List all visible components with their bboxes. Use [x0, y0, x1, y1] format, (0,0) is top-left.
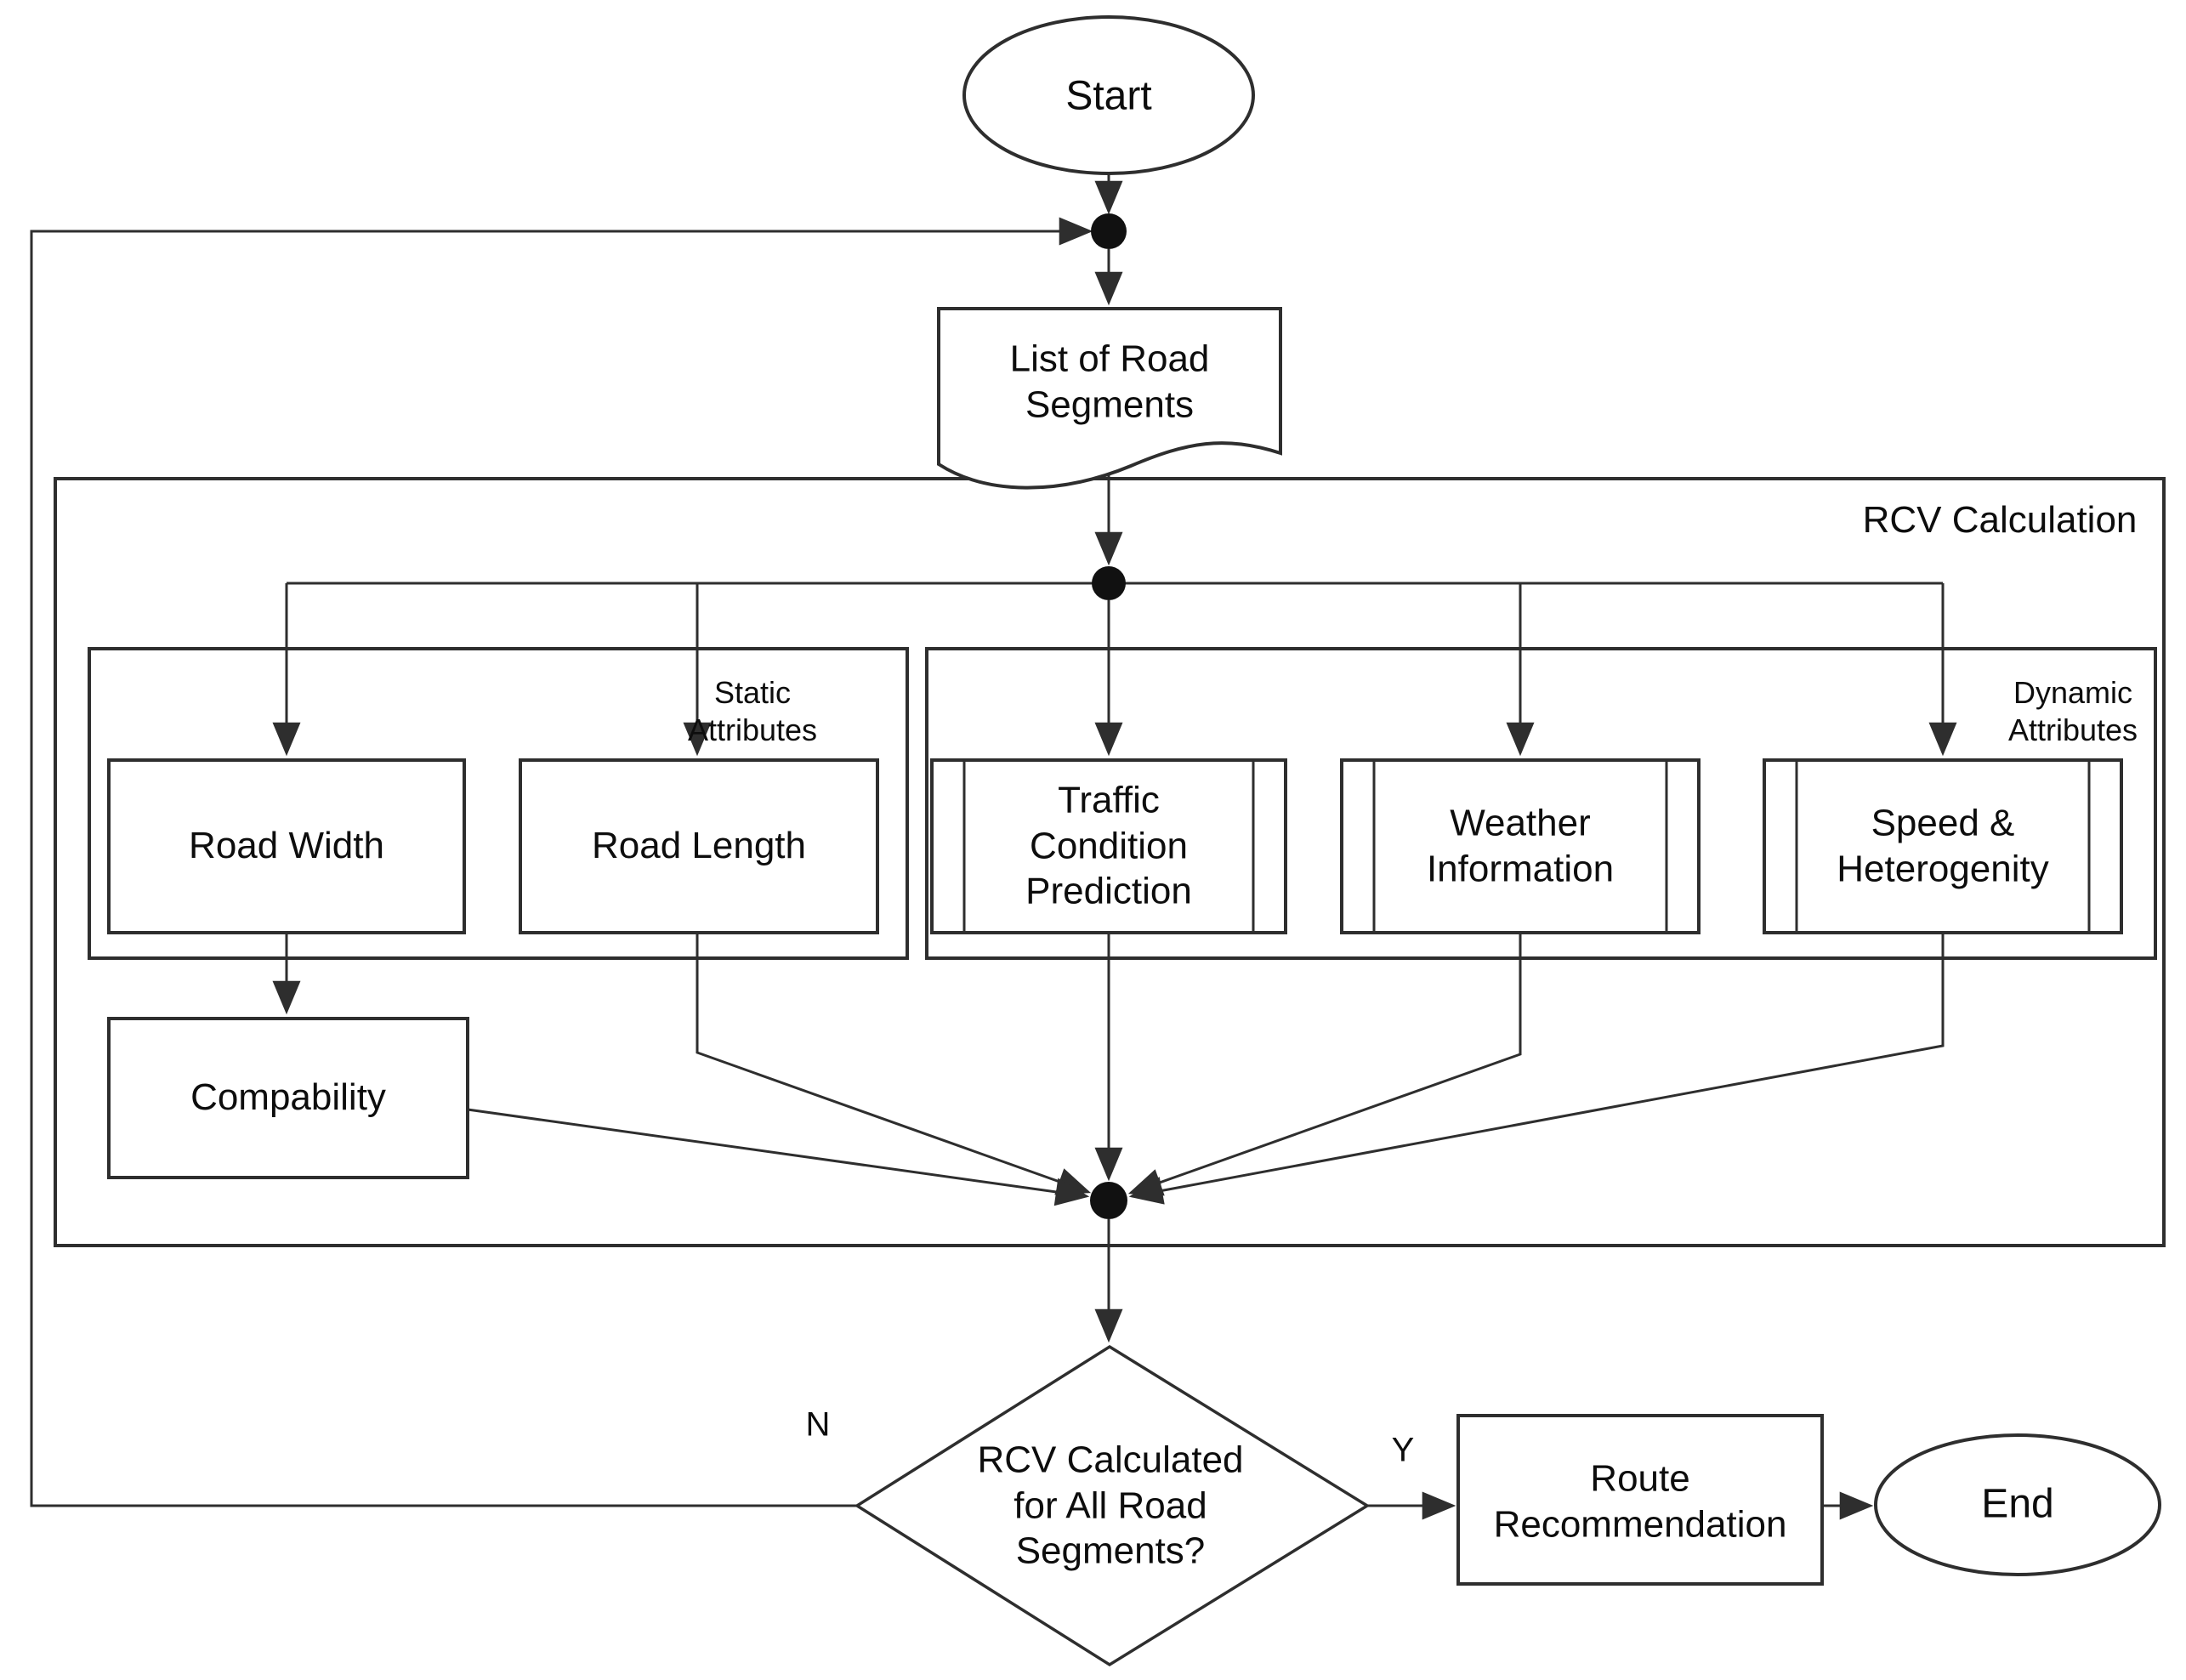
start-terminal-shape: [962, 15, 1255, 175]
start-label: Start: [1065, 73, 1152, 119]
edge-weather-to-join: [1127, 933, 1522, 1196]
branch-no-label: N: [805, 1405, 831, 1444]
static-attributes-group-box: [88, 647, 909, 960]
traffic-condition-prediction-box: [930, 758, 1287, 934]
compability-label: Compability: [190, 1076, 386, 1119]
speed-heterogenity-box: [1763, 758, 2123, 934]
dynamic-attributes-group-label: Dynamic Attributes: [2007, 675, 2138, 747]
end-terminal-shape: [1874, 1433, 2161, 1576]
road-width-box: [107, 758, 466, 934]
speed-heterogenity-label: Speed & Heterogenity: [1837, 802, 2049, 889]
edge-no-return: [30, 217, 1093, 1507]
join-junction-dot: [1090, 1182, 1127, 1219]
decision-diamond-shape: [854, 1344, 1371, 1667]
decision-label: RCV Calculated for All Road Segments?: [977, 1439, 1244, 1572]
dynamic-attributes-group-box: [925, 647, 2157, 960]
road-length-box: [519, 758, 879, 934]
route-recommendation-label: Route Recommendation: [1493, 1457, 1787, 1545]
static-attributes-group-label: Static Attributes: [687, 675, 818, 747]
list-of-road-segments-document-shape: [937, 307, 1282, 490]
edge-roadlength-to-join: [696, 933, 1092, 1195]
road-width-label: Road Width: [189, 825, 384, 867]
branch-yes-label: Y: [1391, 1431, 1415, 1469]
list-of-road-segments-label: List of Road Segments: [1009, 338, 1210, 425]
edge-compability-to-join: [467, 1108, 1090, 1206]
edge-speed-to-join: [1128, 933, 1945, 1205]
split-junction-dot: [1092, 566, 1126, 600]
end-label: End: [1981, 1481, 2054, 1527]
weather-information-label: Weather Information: [1426, 802, 1615, 889]
rcv-calculation-group-label: RCV Calculation: [1862, 499, 2138, 542]
merge-junction-dot: [1091, 213, 1127, 249]
compability-box: [107, 1017, 469, 1179]
road-length-label: Road Length: [592, 825, 806, 867]
weather-information-box: [1340, 758, 1701, 934]
traffic-condition-prediction-label: Traffic Condition Prediction: [1025, 779, 1192, 912]
route-recommendation-box: [1456, 1414, 1824, 1586]
